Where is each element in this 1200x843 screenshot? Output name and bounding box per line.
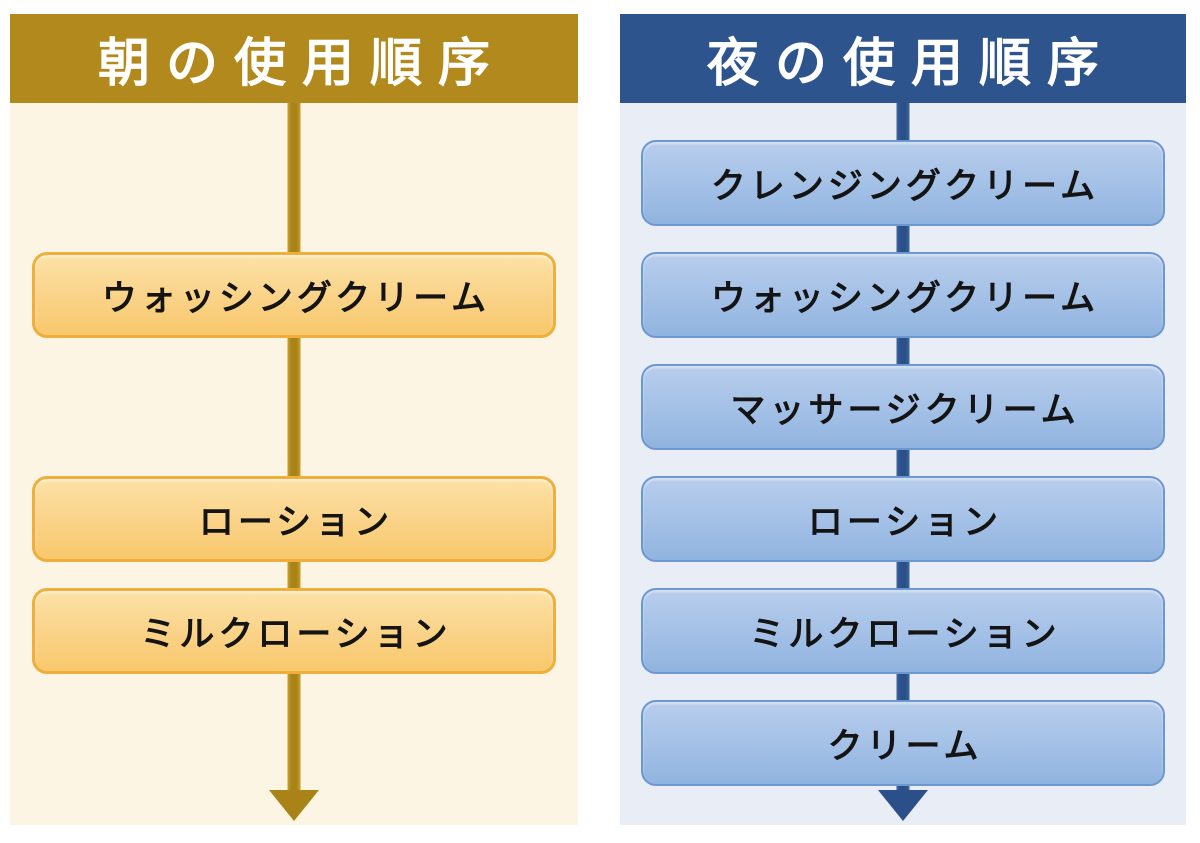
- step-label: ミルクローション: [749, 614, 1061, 655]
- morning-title: 朝の使用順序: [97, 34, 506, 94]
- night-header: 夜の使用順序: [620, 14, 1186, 103]
- morning-step-lotion: ローション: [32, 476, 556, 562]
- morning-step-milk-lotion: ミルクローション: [32, 588, 556, 674]
- night-title: 夜の使用順序: [706, 34, 1115, 94]
- night-step-massage-cream: マッサージクリーム: [641, 364, 1165, 450]
- morning-step-washing-cream: ウォッシングクリーム: [32, 252, 556, 338]
- night-step-cleansing-cream: クレンジングクリーム: [641, 140, 1165, 226]
- step-label: ミルクローション: [140, 614, 452, 655]
- night-body: クレンジングクリーム ウォッシングクリーム マッサージクリーム ローション ミル…: [620, 103, 1186, 825]
- step-label: クリーム: [827, 726, 983, 767]
- step-label: ウォッシングクリーム: [101, 278, 491, 319]
- night-step-cream: クリーム: [641, 700, 1165, 786]
- night-step-lotion: ローション: [641, 476, 1165, 562]
- step-label: クレンジングクリーム: [710, 166, 1100, 207]
- night-step-washing-cream: ウォッシングクリーム: [641, 252, 1165, 338]
- step-label: マッサージクリーム: [730, 390, 1080, 431]
- night-down-arrow-icon: [878, 790, 928, 821]
- step-label: ローション: [807, 502, 1003, 543]
- step-label: ウォッシングクリーム: [710, 278, 1100, 319]
- step-label: ローション: [198, 502, 394, 543]
- morning-body: ウォッシングクリーム ローション ミルクローション: [10, 103, 578, 825]
- night-step-milk-lotion: ミルクローション: [641, 588, 1165, 674]
- morning-down-arrow-icon: [269, 790, 319, 821]
- morning-header: 朝の使用順序: [10, 14, 578, 103]
- morning-column: 朝の使用順序 ウォッシングクリーム ローション ミルクローション: [10, 14, 578, 825]
- night-column: 夜の使用順序 クレンジングクリーム ウォッシングクリーム マッサージクリーム ロ…: [620, 14, 1186, 825]
- morning-flow-line: [287, 103, 301, 791]
